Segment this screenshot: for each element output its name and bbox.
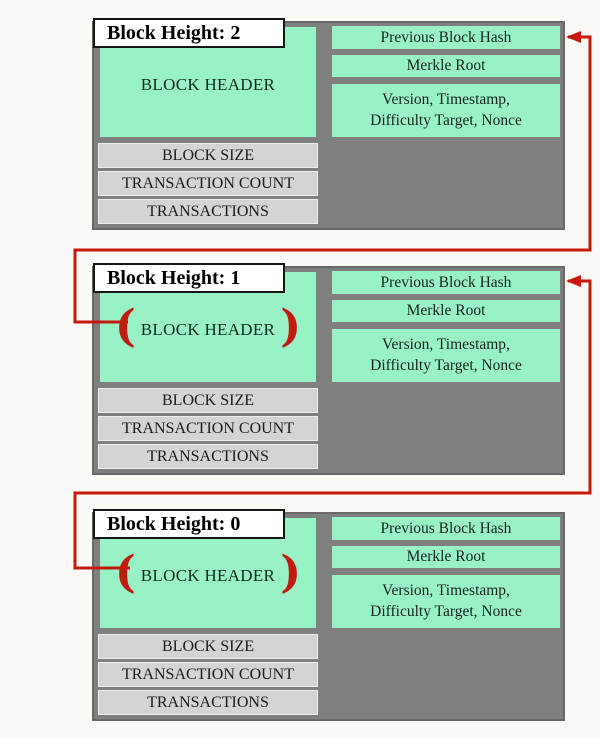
- block-1-merkle-root: Merkle Root: [332, 300, 560, 322]
- block-2-row-transaction-count: TRANSACTION COUNT: [98, 171, 318, 196]
- block-height-0-container: Block Height: 0 ( BLOCK HEADER ) BLOCK S…: [92, 509, 565, 721]
- block-0-row-transaction-count: TRANSACTION COUNT: [98, 662, 318, 687]
- block-2-version-fields: Version, Timestamp, Difficulty Target, N…: [332, 84, 560, 137]
- block-1-header-label: BLOCK HEADER: [140, 320, 276, 339]
- block-2-merkle-root: Merkle Root: [332, 55, 560, 77]
- version-line-1: Version, Timestamp,: [382, 91, 510, 109]
- close-brace: ): [280, 301, 302, 352]
- block-0-title-box: Block Height: 0: [93, 509, 285, 539]
- version-line-2: Difficulty Target, Nonce: [370, 356, 522, 374]
- version-line-2: Difficulty Target, Nonce: [370, 602, 522, 620]
- block-1-version-fields: Version, Timestamp, Difficulty Target, N…: [332, 329, 560, 382]
- block-1-header-group: ( BLOCK HEADER ): [114, 301, 302, 352]
- version-line-2: Difficulty Target, Nonce: [370, 111, 522, 129]
- merkle-root-label: Merkle Root: [406, 302, 486, 319]
- close-brace: ): [280, 547, 302, 598]
- block-2-row-transactions: TRANSACTIONS: [98, 199, 318, 224]
- block-2-header-label: BLOCK HEADER: [140, 75, 276, 94]
- block-height-1-container: Block Height: 1 ( BLOCK HEADER ) BLOCK S…: [92, 263, 565, 475]
- block-2-header-group: BLOCK HEADER: [136, 75, 280, 95]
- block-2-title: Block Height: 2: [107, 21, 241, 44]
- block-1-row-transaction-count: TRANSACTION COUNT: [98, 416, 318, 441]
- block-0-version-fields: Version, Timestamp, Difficulty Target, N…: [332, 575, 560, 628]
- block-0-previous-block-hash: Previous Block Hash: [332, 517, 560, 540]
- block-0-row-transactions: TRANSACTIONS: [98, 690, 318, 715]
- transactions-label: TRANSACTIONS: [147, 447, 269, 465]
- version-line-1: Version, Timestamp,: [382, 336, 510, 354]
- block-1-row-transactions: TRANSACTIONS: [98, 444, 318, 469]
- transactions-label: TRANSACTIONS: [147, 202, 269, 220]
- version-line-1: Version, Timestamp,: [382, 582, 510, 600]
- block-0-title: Block Height: 0: [107, 512, 241, 535]
- transaction-count-label: TRANSACTION COUNT: [122, 665, 294, 683]
- block-size-label: BLOCK SIZE: [162, 637, 254, 655]
- block-2-previous-block-hash: Previous Block Hash: [332, 26, 560, 49]
- block-0-header-label: BLOCK HEADER: [140, 566, 276, 585]
- block-1-title-box: Block Height: 1: [93, 263, 285, 293]
- block-2-title-box: Block Height: 2: [93, 18, 285, 48]
- transaction-count-label: TRANSACTION COUNT: [122, 174, 294, 192]
- previous-block-hash-label: Previous Block Hash: [380, 28, 512, 46]
- block-2-row-block-size: BLOCK SIZE: [98, 143, 318, 168]
- block-0-row-block-size: BLOCK SIZE: [98, 634, 318, 659]
- block-1-row-block-size: BLOCK SIZE: [98, 388, 318, 413]
- block-0-merkle-root: Merkle Root: [332, 546, 560, 568]
- merkle-root-label: Merkle Root: [406, 548, 486, 565]
- block-1-previous-block-hash: Previous Block Hash: [332, 271, 560, 294]
- merkle-root-label: Merkle Root: [406, 57, 486, 74]
- block-height-2-container: Block Height: 2 BLOCK HEADER BLOCK SIZE …: [92, 18, 565, 230]
- block-1-title: Block Height: 1: [107, 266, 241, 289]
- transactions-label: TRANSACTIONS: [147, 693, 269, 711]
- open-brace: (: [114, 301, 136, 352]
- previous-block-hash-label: Previous Block Hash: [380, 273, 512, 291]
- previous-block-hash-label: Previous Block Hash: [380, 519, 512, 537]
- open-brace: (: [114, 547, 136, 598]
- block-0-header-group: ( BLOCK HEADER ): [114, 547, 302, 598]
- block-size-label: BLOCK SIZE: [162, 146, 254, 164]
- block-size-label: BLOCK SIZE: [162, 391, 254, 409]
- transaction-count-label: TRANSACTION COUNT: [122, 419, 294, 437]
